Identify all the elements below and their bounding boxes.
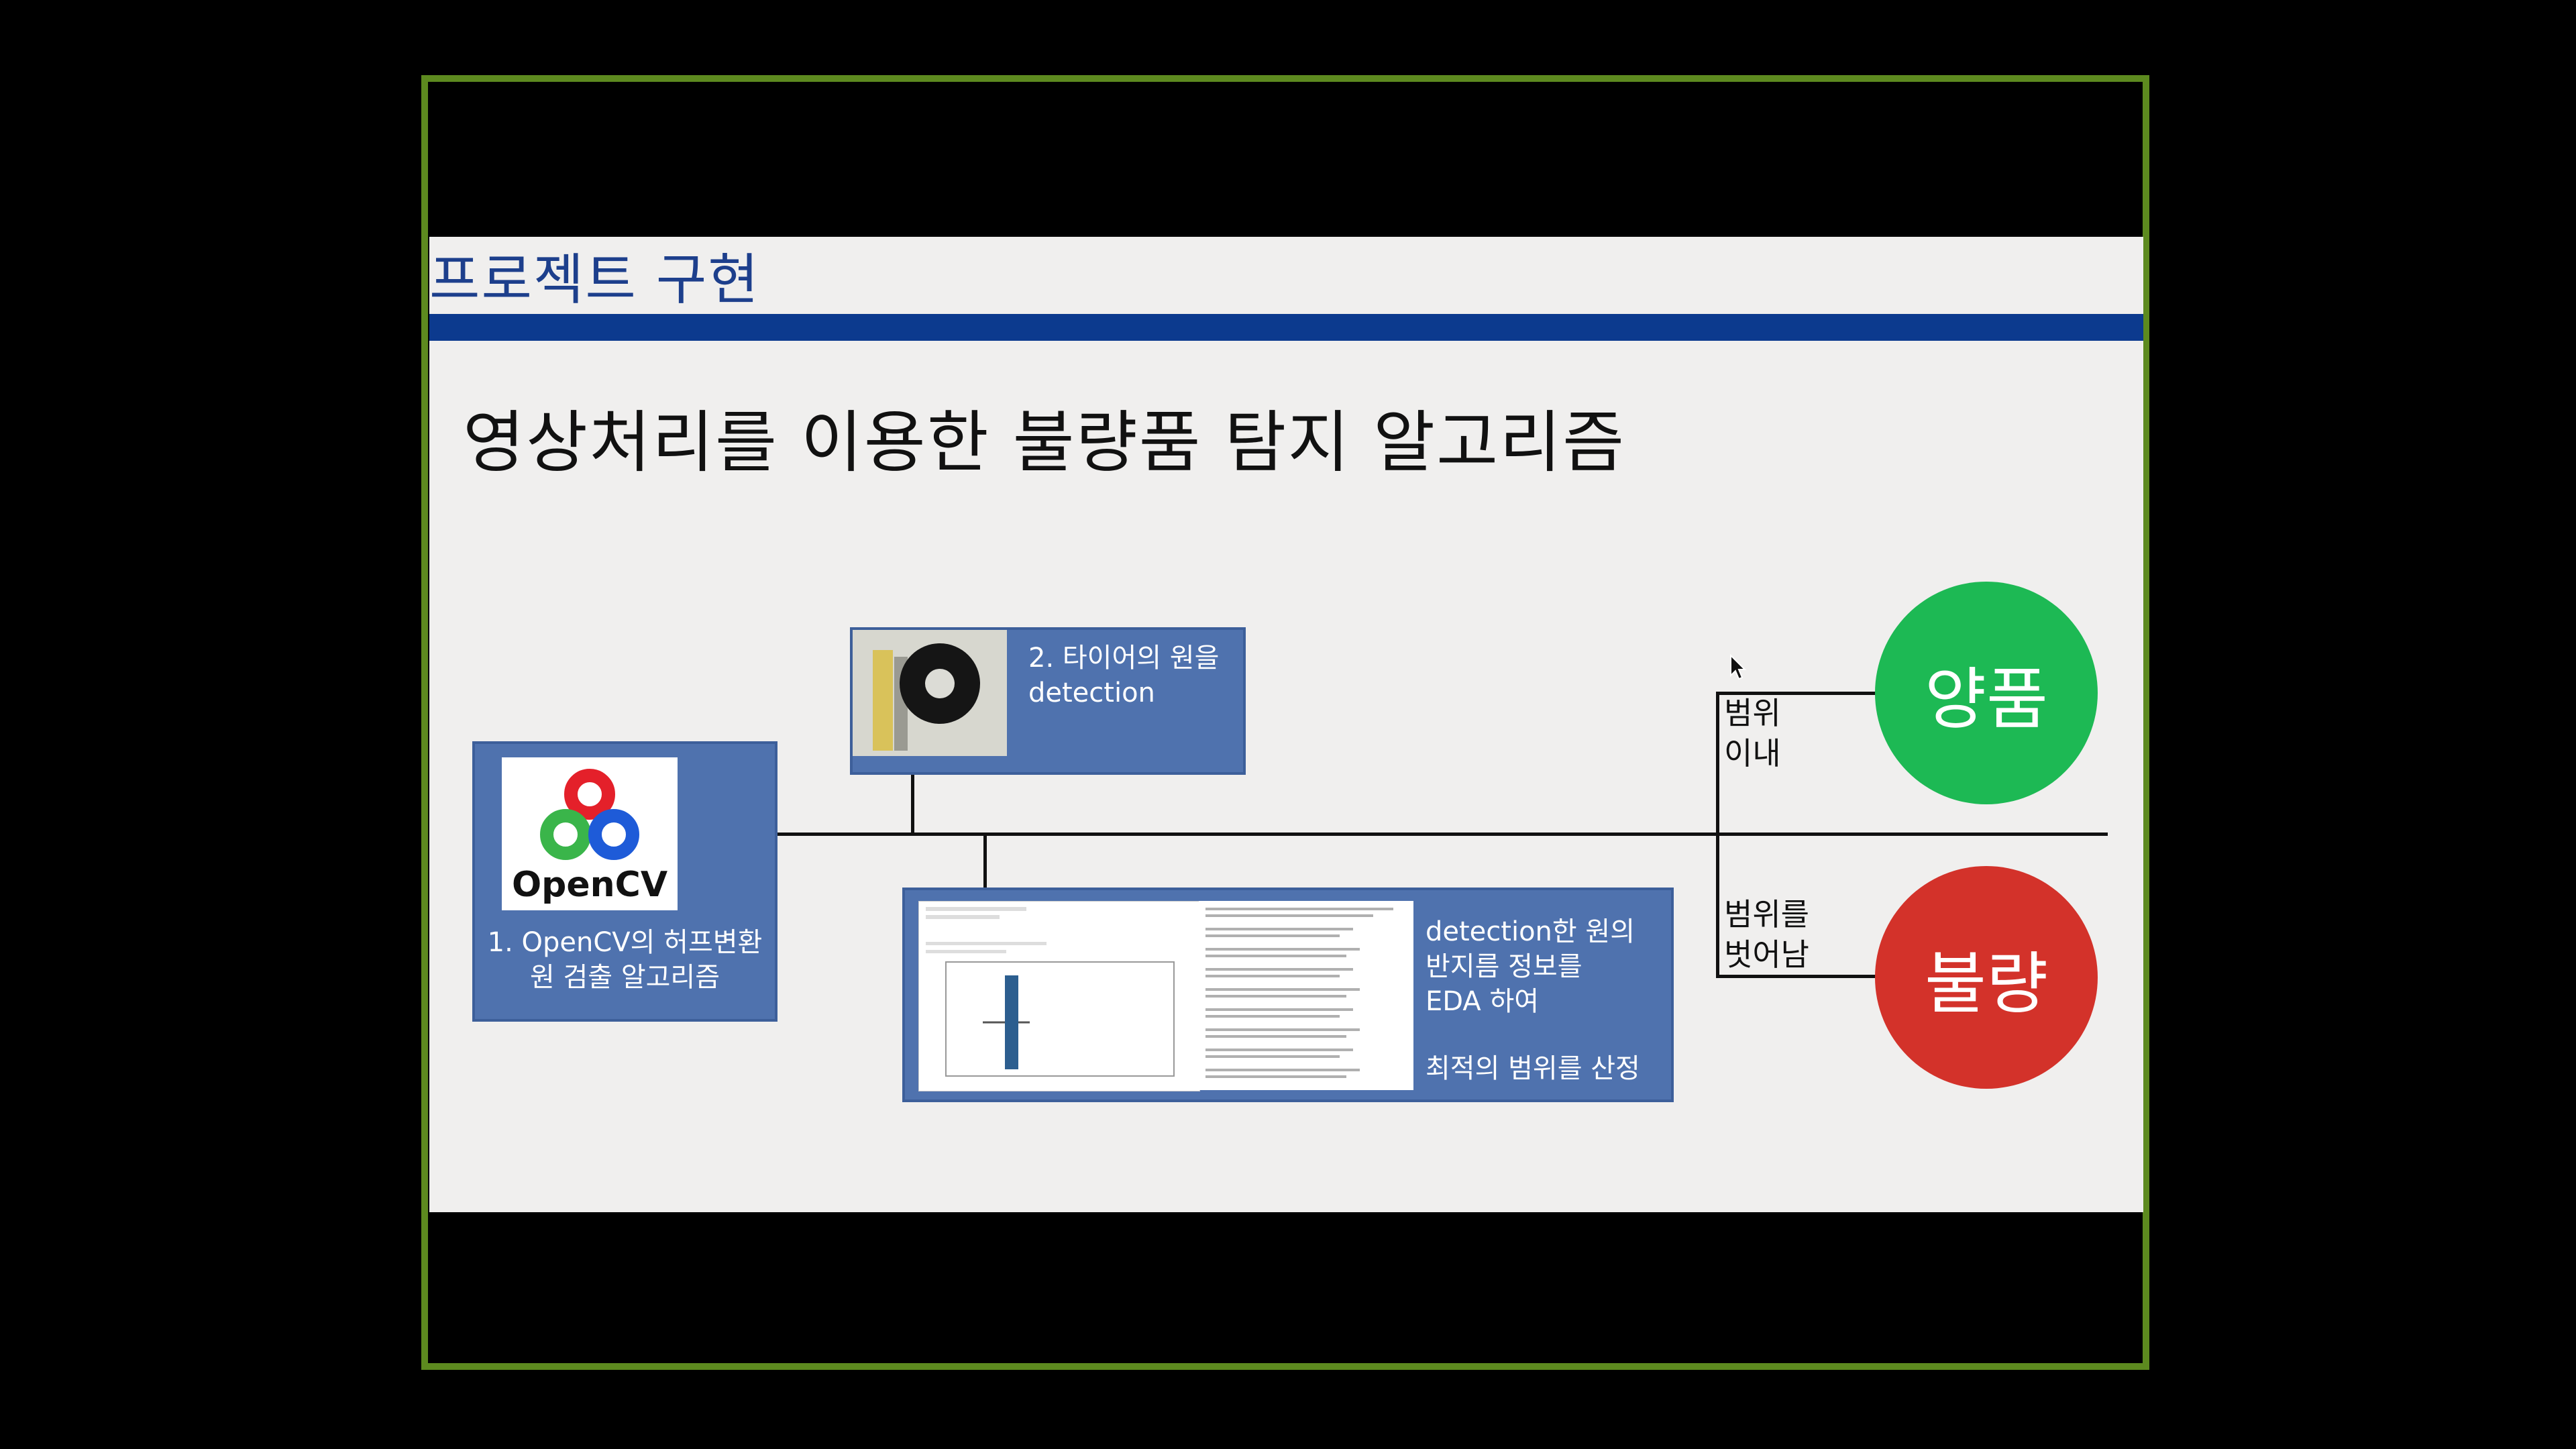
step1-text-line1: 1. OpenCV의 허프변환 bbox=[487, 927, 763, 958]
eda-output-text bbox=[1199, 901, 1413, 1090]
label-outside-range-line1: 범위를 bbox=[1724, 896, 1809, 932]
tire-photo bbox=[853, 630, 1007, 756]
label-outside-range-line2: 벗어남 bbox=[1724, 936, 1809, 973]
step2-text-line2: detection bbox=[1028, 678, 1155, 708]
label-within-range-line1: 범위 bbox=[1724, 695, 1781, 731]
connector-branch-vertical bbox=[1716, 692, 1719, 978]
opencv-logo-icon bbox=[540, 769, 639, 860]
label-within-range-line2: 이내 bbox=[1724, 735, 1781, 771]
step3-text-line2: 반지름 정보를 bbox=[1426, 951, 1582, 982]
connector-main bbox=[777, 833, 2108, 836]
section-title: 프로젝트 구현 bbox=[429, 248, 760, 312]
connector-to-good bbox=[1716, 692, 1877, 695]
step3-text-line1: detection한 원의 bbox=[1426, 916, 1635, 947]
result-good-circle: 양품 bbox=[1875, 582, 2098, 804]
result-bad-label: 불량 bbox=[1925, 944, 2048, 1023]
boxplot-chart bbox=[918, 901, 1200, 1091]
result-good-label: 양품 bbox=[1925, 659, 2048, 739]
slide-heading: 영상처리를 이용한 불량품 탐지 알고리즘 bbox=[463, 403, 1626, 482]
step3-box: detection한 원의 반지름 정보를 EDA 하여 최적의 범위를 산정 bbox=[902, 888, 1674, 1102]
step1-text-line2: 원 검출 알고리즘 bbox=[529, 962, 720, 993]
connector-to-bad bbox=[1716, 975, 1877, 978]
mouse-cursor-icon bbox=[1730, 654, 1747, 680]
opencv-logo-text: OpenCV bbox=[511, 865, 668, 905]
slide: 프로젝트 구현 영상처리를 이용한 불량품 탐지 알고리즘 OpenCV 1. … bbox=[429, 237, 2143, 1212]
opencv-logo: OpenCV bbox=[502, 757, 678, 910]
title-bar bbox=[429, 314, 2143, 341]
step3-text-line4: 최적의 범위를 산정 bbox=[1426, 1053, 1640, 1084]
result-bad-circle: 불량 bbox=[1875, 866, 2098, 1089]
step2-text-line1: 2. 타이어의 원을 bbox=[1028, 643, 1220, 674]
step1-box: OpenCV 1. OpenCV의 허프변환 원 검출 알고리즘 bbox=[472, 741, 777, 1022]
connector-step2 bbox=[911, 775, 914, 834]
connector-step3 bbox=[983, 834, 987, 888]
step2-box: 2. 타이어의 원을 detection bbox=[850, 627, 1246, 775]
step3-text-line3: EDA 하여 bbox=[1426, 986, 1540, 1017]
